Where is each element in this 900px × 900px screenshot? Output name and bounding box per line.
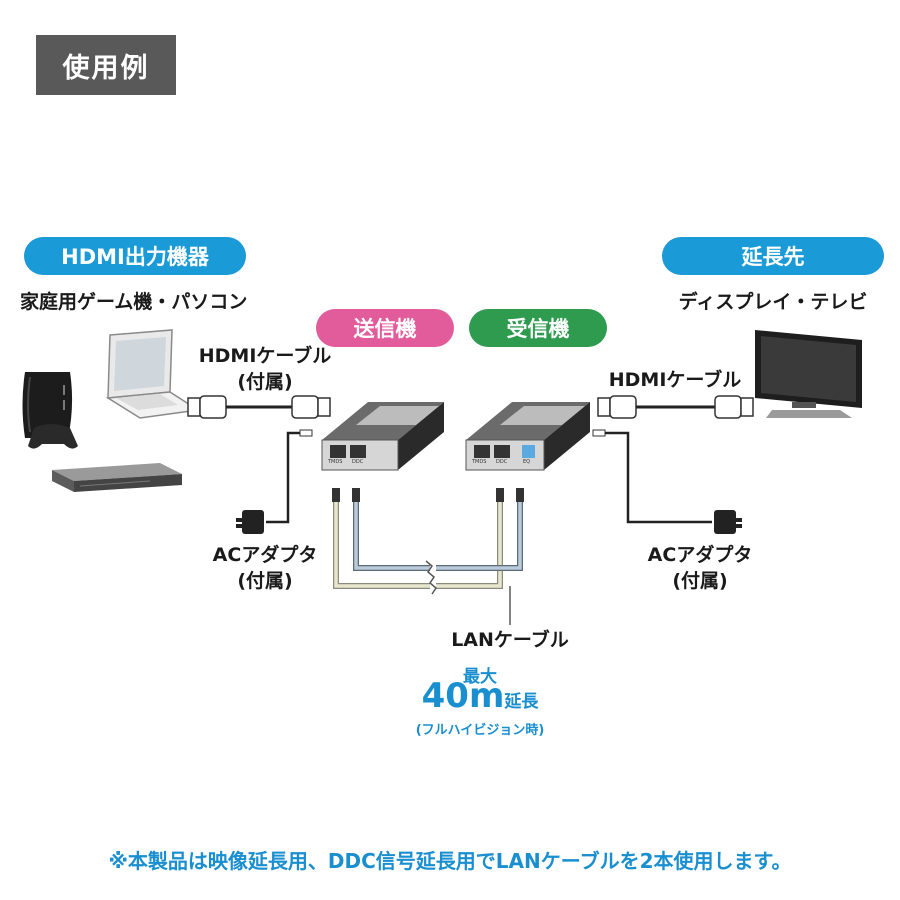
source-caption: 家庭用ゲーム機・パソコン <box>20 291 248 313</box>
left-adapter-label: ACアダプタ <box>212 544 318 566</box>
left-ac-adapter <box>236 429 313 534</box>
lan-distance-group: 40m延長 <box>400 676 560 716</box>
transmitter-device <box>321 402 444 471</box>
lan-extension-label: 延長 <box>504 692 539 712</box>
destination-badge: 延長先 <box>662 237 884 275</box>
lan-cable-label: LANケーブル <box>451 629 569 651</box>
media-player-icon <box>52 463 182 492</box>
lan-distance-value: 40m <box>421 676 505 716</box>
right-ac-adapter <box>592 429 742 534</box>
page-title: 使用例 <box>36 35 176 95</box>
right-hdmi-cable <box>597 395 754 419</box>
game-console-icon <box>22 372 73 438</box>
right-hdmi-cable-label: HDMIケーブル <box>608 369 742 391</box>
transmitter-port2-label: DDC <box>352 459 364 465</box>
receiver-port3-label: EQ <box>523 459 531 465</box>
right-adapter-note: (付属) <box>672 570 728 592</box>
controller-icon <box>28 424 78 449</box>
lan-max-label: 最大 <box>463 667 497 687</box>
left-hdmi-cable-label: HDMIケーブル <box>198 345 332 367</box>
left-hdmi-cable-note: (付属) <box>237 371 293 393</box>
source-badge: HDMI出力機器 <box>24 237 246 275</box>
receiver-port2-label: DDC <box>496 459 508 465</box>
right-adapter-label: ACアダプタ <box>647 544 753 566</box>
lan-condition-note: (フルハイビジョン時) <box>415 723 545 738</box>
left-adapter-note: (付属) <box>237 570 293 592</box>
lan-cables <box>332 488 524 625</box>
destination-caption: ディスプレイ・テレビ <box>678 291 868 313</box>
receiver-badge: 受信機 <box>469 309 607 347</box>
laptop-icon <box>105 329 201 419</box>
transmitter-port1-label: TMDS <box>328 459 343 465</box>
transmitter-badge: 送信機 <box>316 309 454 347</box>
receiver-device <box>465 402 590 471</box>
receiver-port1-label: TMDS <box>472 459 487 465</box>
left-hdmi-cable <box>187 395 331 419</box>
footnote: ※本製品は映像延長用、DDC信号延長用でLANケーブルを2本使用します。 <box>108 849 792 873</box>
television-icon <box>755 330 862 418</box>
